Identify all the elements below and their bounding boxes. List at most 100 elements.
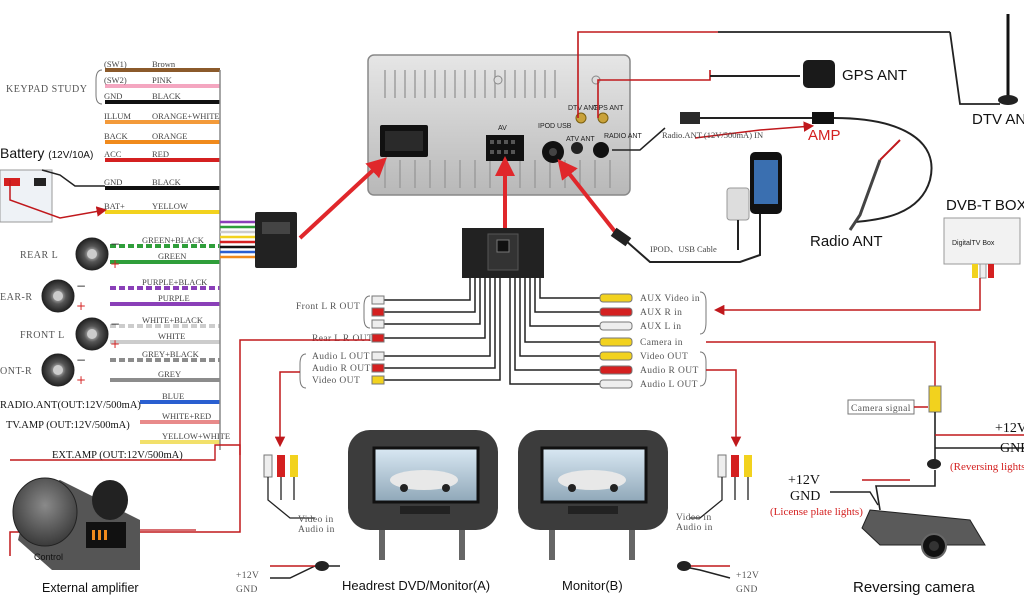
extra-wire-color: YELLOW+WHITE <box>162 431 230 441</box>
rca-right-label: AUX R in <box>640 308 682 318</box>
rca-left-bracket-bottom <box>299 353 307 389</box>
av-fanout-wire <box>384 278 481 325</box>
plus12v-label-c: +12V <box>995 421 1024 436</box>
speaker-minus: − <box>110 237 120 251</box>
gps-ant-socket <box>597 112 609 124</box>
av-fanout-wire <box>384 278 501 381</box>
speaker-wire-neg-label: GREEN+BLACK <box>142 235 205 245</box>
av-fanout-wire <box>509 278 600 385</box>
amp-label: AMP <box>808 127 841 144</box>
wire-code: GND <box>104 91 122 101</box>
radio-ant-socket-label: RADIO ANT <box>604 133 642 140</box>
camera-signal-label: Camera signal <box>851 404 911 414</box>
rca-right-label: AUX Video in <box>640 294 700 304</box>
dvbt-box-label: DVB-T BOX <box>946 197 1024 214</box>
speaker-plus: + <box>110 337 120 351</box>
battery-label: Battery <box>0 145 44 161</box>
plus12v-label-d: +12V <box>788 473 820 488</box>
wire-code: BAT+ <box>104 201 125 211</box>
radio-ant-label: Radio ANT <box>810 233 883 250</box>
wire-code: (SW2) <box>104 75 127 85</box>
speaker-minus: − <box>110 317 120 331</box>
av-fanout-wire <box>384 278 496 369</box>
rca-plug <box>371 363 385 373</box>
head-unit-av-socket <box>486 135 524 161</box>
speaker-cone <box>87 249 97 259</box>
headrest-monitor-a: Headrest DVD/Monitor(A) <box>342 430 498 593</box>
wire-color-name: BLACK <box>152 177 182 187</box>
svg-text:GND: GND <box>790 489 820 504</box>
speaker-label: ONT-R <box>0 366 32 377</box>
rca-jack <box>599 351 633 361</box>
video-in-label-a: Video in <box>298 515 334 525</box>
speaker-plus: + <box>76 373 86 387</box>
radio-ant-spec: Radio.ANT (12V/500mA) IN <box>662 130 763 140</box>
av-fanout-wire <box>514 278 600 371</box>
speaker-wire-neg-label: PURPLE+BLACK <box>142 277 208 287</box>
amp-radio-antenna: AMP Radio.ANT (12V/500mA) IN Radio ANT <box>612 112 933 250</box>
dtv-ant-label: DTV ANT <box>972 111 1024 128</box>
wire-color-name: Brown <box>152 59 176 69</box>
headrest-monitor-b: Monitor(B) <box>518 430 668 593</box>
rca-plug <box>371 307 385 317</box>
rca-jack <box>599 293 633 303</box>
extra-wire-color: WHITE+RED <box>162 411 211 421</box>
rca-left-label: Audio L OUT <box>312 352 370 362</box>
ipod-usb-label: IPOD USB <box>538 123 572 130</box>
wire-color-name: BLACK <box>152 91 182 101</box>
speaker-wire-pos-label: WHITE <box>158 331 185 341</box>
rca-left-label: Audio R OUT <box>312 364 371 374</box>
plus12v-label-b: +12V <box>736 571 759 581</box>
wire-color-name: PINK <box>152 75 173 85</box>
external-amplifier: Control External amplifier <box>12 477 140 595</box>
rca-left-label: Front L R OUT <box>296 302 360 312</box>
speaker-label: EAR-R <box>0 292 33 303</box>
radio-ant-spec-text: Radio.ANT (12V/500mA) IN <box>662 130 763 140</box>
speaker-cone <box>87 329 97 339</box>
av-fanout-wire <box>534 278 600 313</box>
svg-text:+12V: +12V <box>995 421 1024 436</box>
ipod-device: IPOD、USB Cable <box>610 152 782 263</box>
rca-plug <box>371 319 385 329</box>
av-fanout-wire <box>384 278 471 301</box>
gnd-label-b: GND <box>736 585 758 595</box>
svg-text:(License plate lights): (License plate lights) <box>770 506 863 518</box>
svg-text:Battery (12V/10A): Battery (12V/10A) <box>0 145 93 161</box>
rca-right-bracket-top <box>699 291 707 335</box>
keypad-study-label: KEYPAD STUDY <box>6 84 87 95</box>
svg-text:+12V: +12V <box>788 473 820 488</box>
speaker-wire-neg-label: GREY+BLACK <box>142 349 200 359</box>
wire-color-name: ORANGE+WHITE <box>152 111 220 121</box>
reversing-camera-label: Reversing camera <box>853 579 975 596</box>
speaker-minus: − <box>76 279 86 293</box>
speaker-cone <box>53 291 63 301</box>
speaker-plus: + <box>76 299 86 313</box>
license-plate-lights-label: (License plate lights) <box>770 506 863 518</box>
wire-color-name: ORANGE <box>152 131 187 141</box>
rca-jack <box>599 379 633 389</box>
rca-right-bracket-bottom <box>699 351 707 387</box>
speaker-wire-pos-label: GREY <box>158 369 181 379</box>
atv-ant-socket <box>571 142 583 154</box>
radio-ant-socket <box>593 142 609 158</box>
speaker-minus: − <box>76 353 86 367</box>
rca-plug <box>371 351 385 361</box>
power-lead-b: +12V GND <box>677 561 759 595</box>
battery: Battery (12V/10A) <box>0 145 108 223</box>
audio-in-label-a: Audio in <box>298 525 335 535</box>
av-fanout-wire <box>384 278 476 313</box>
reversing-lights-label: (Reversing lights) <box>950 461 1024 473</box>
power-lead-a: +12V GND <box>236 561 340 595</box>
ext-amp-out-label: EXT.AMP (OUT:12V/500mA) <box>52 450 183 461</box>
rca-jack <box>599 337 633 347</box>
rca-right-label: Camera in <box>640 338 683 348</box>
gnd-label-a: GND <box>236 585 258 595</box>
dtv-ant-socket-label: DTV ANT <box>568 105 598 112</box>
red-arrows <box>298 156 622 240</box>
gps-ant-label: GPS ANT <box>842 67 907 84</box>
rca-plug <box>371 295 385 305</box>
control-label: Control <box>34 552 63 562</box>
